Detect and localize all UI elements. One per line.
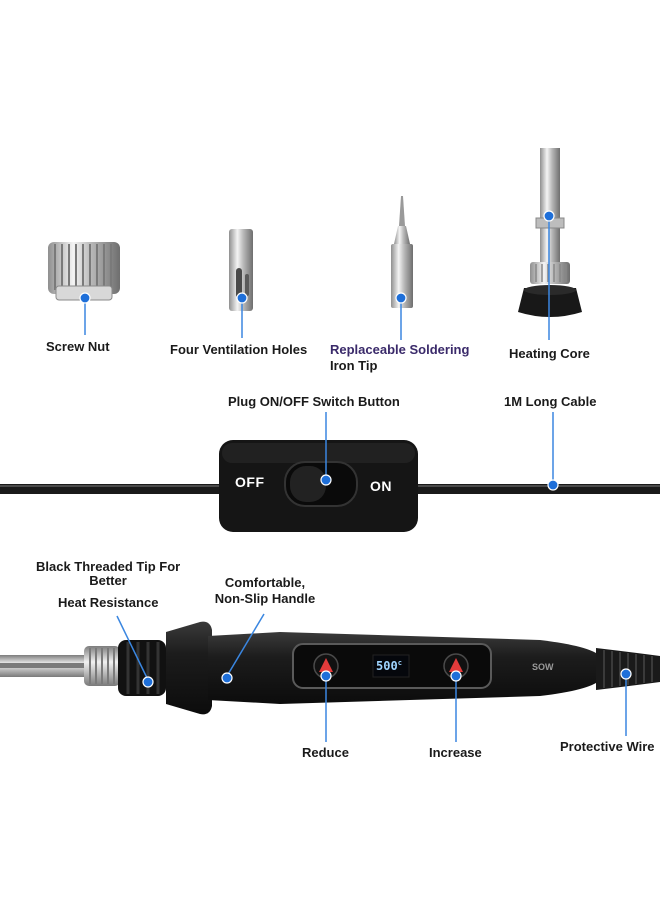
soldering-iron-illustration [0, 621, 660, 715]
marker-switch [320, 474, 332, 486]
label-handle-line1: Comfortable, [224, 575, 306, 590]
marker-screw-nut [79, 292, 91, 304]
markers [79, 210, 632, 688]
label-switch-button: Plug ON/OFF Switch Button [228, 394, 400, 409]
label-long-cable: 1M Long Cable [504, 394, 597, 409]
label-black-tip-line1: Black Threaded Tip For [36, 559, 181, 574]
marker-increase [450, 670, 462, 682]
screw-nut-illustration [48, 242, 120, 301]
marker-tip [395, 292, 407, 304]
soldering-tip-illustration [391, 196, 413, 308]
leader-lines [84, 216, 627, 742]
label-handle-line2: Non-Slip Handle [214, 591, 316, 606]
label-protective-wire: Protective Wire [560, 739, 655, 754]
label-black-tip-line3: Heat Resistance [58, 595, 159, 610]
heating-core-illustration [518, 148, 582, 317]
display-temperature: 500c [376, 659, 402, 673]
marker-protective-wire [620, 668, 632, 680]
switch-on-text: ON [370, 478, 392, 494]
marker-handle [221, 672, 233, 684]
ventilation-tube-illustration [229, 229, 253, 311]
marker-cable [547, 479, 559, 491]
label-screw-nut: Screw Nut [46, 339, 110, 354]
inline-switch-illustration [219, 440, 418, 532]
marker-reduce [320, 670, 332, 682]
marker-black-tip [142, 676, 154, 688]
label-heating-core: Heating Core [509, 346, 590, 361]
marker-heating-core [543, 210, 555, 222]
label-black-tip-line2: Better [89, 573, 127, 588]
label-ventilation-holes: Four Ventilation Holes [170, 342, 308, 357]
label-increase: Increase [429, 745, 482, 760]
marker-ventilation [236, 292, 248, 304]
switch-off-text: OFF [235, 474, 265, 490]
brand-power-text: SOW [532, 662, 554, 672]
label-reduce: Reduce [302, 745, 349, 760]
label-soldering-tip-line1: Replaceable Soldering [330, 342, 470, 357]
label-soldering-tip-line2: Iron Tip [330, 358, 378, 373]
